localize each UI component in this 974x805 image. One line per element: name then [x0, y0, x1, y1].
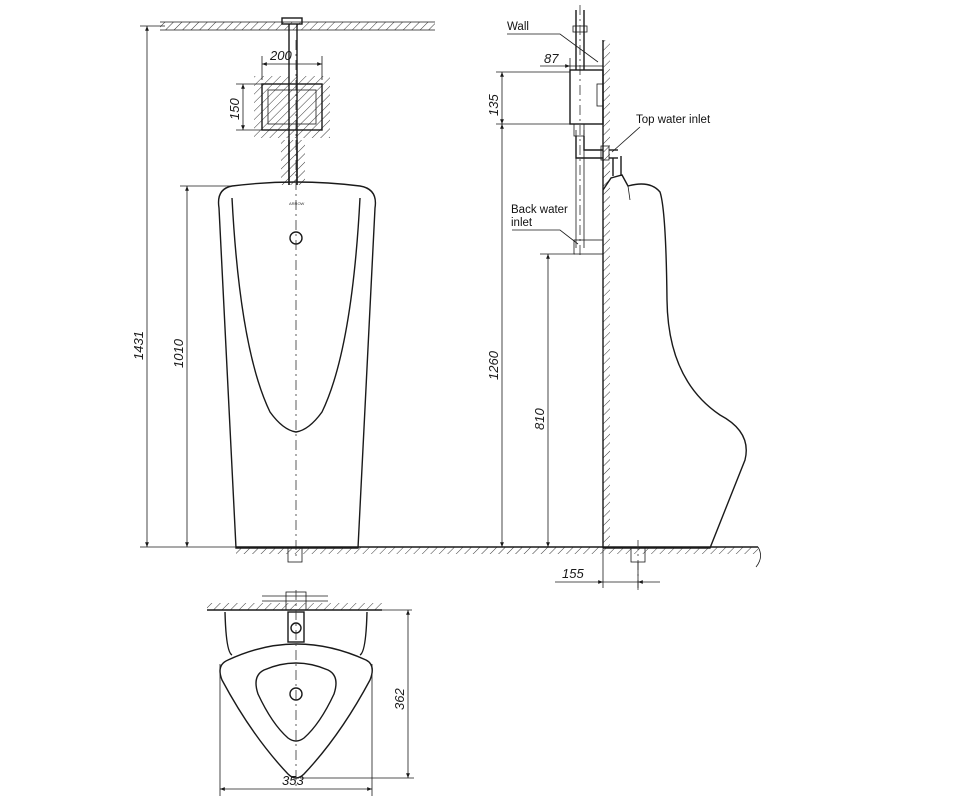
- plan-wall: [207, 603, 412, 611]
- front-floor: [236, 546, 603, 554]
- dim-text-87: 87: [544, 51, 559, 66]
- dim-total-height: 1431: [131, 25, 236, 548]
- front-valve-box: [254, 76, 330, 138]
- plan-view: 362 353: [207, 590, 414, 796]
- front-urinal-body: ARROW: [217, 181, 377, 549]
- dim-text-200: 200: [269, 48, 292, 63]
- dim-text-1431: 1431: [131, 331, 146, 360]
- dim-plan-width: 353: [219, 664, 373, 796]
- dim-text-1260: 1260: [486, 350, 501, 380]
- dim-side-box-height: 135: [486, 71, 570, 125]
- side-floor: [603, 546, 761, 568]
- dim-plan-depth: 362: [300, 610, 414, 779]
- dim-box-height: 150: [227, 83, 262, 131]
- label-top-water-inlet: Top water inlet: [636, 114, 711, 126]
- dim-text-362: 362: [392, 688, 407, 710]
- side-top-inlet-pipe: [575, 136, 622, 176]
- dim-text-810: 810: [532, 408, 547, 430]
- leader-back-inlet: [512, 229, 579, 245]
- leader-top-inlet: [611, 126, 641, 153]
- dim-text-353: 353: [282, 773, 304, 788]
- dim-top-inlet-height: 1260: [486, 124, 504, 547]
- side-view: Wall Top water inlet Back water inlet 87…: [486, 5, 761, 590]
- side-urinal-profile: [602, 174, 747, 549]
- dim-body-height: 1010: [171, 185, 232, 547]
- dim-text-1010: 1010: [171, 338, 186, 368]
- side-wall: [602, 40, 610, 548]
- leader-wall: [507, 33, 599, 63]
- label-wall: Wall: [507, 21, 529, 33]
- dim-text-155: 155: [562, 566, 584, 581]
- dim-box-width: 200: [261, 48, 323, 80]
- side-valve-box: [569, 69, 604, 137]
- dim-text-135: 135: [486, 94, 501, 116]
- dim-side-box-depth: 87: [540, 51, 603, 72]
- dim-back-inlet-height: 810: [532, 253, 575, 547]
- brand-logo-text: ARROW: [289, 201, 305, 206]
- side-back-inlet: [573, 239, 604, 255]
- label-back-water-inlet-2: inlet: [511, 217, 533, 229]
- plan-supply-pipe: [262, 591, 328, 643]
- label-back-water-inlet-1: Back water: [511, 204, 568, 216]
- front-view: 200 150 ARROW: [131, 17, 603, 563]
- dim-text-150: 150: [227, 98, 242, 120]
- dim-drain-offset: 155: [555, 548, 660, 588]
- side-supply-pipe: [572, 5, 588, 255]
